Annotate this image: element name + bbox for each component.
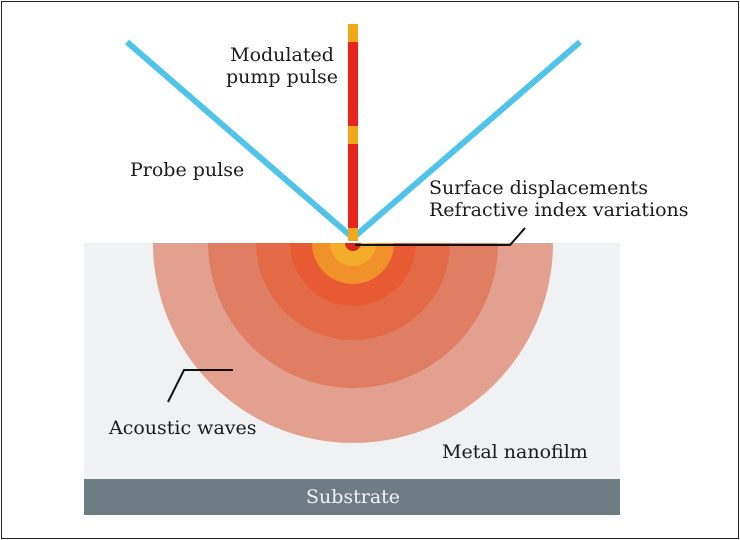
pump-segment-yellow-1	[348, 24, 358, 42]
acoustic-leader-line	[167, 369, 233, 403]
substrate	[84, 479, 620, 515]
pump-segment-yellow-2	[348, 126, 358, 144]
probe-beam-incident	[125, 39, 355, 241]
surface-displacements-label: Surface displacements	[429, 177, 648, 199]
probe-beam-icon	[125, 39, 582, 241]
substrate-label: Substrate	[305, 486, 401, 508]
surface-leader-line	[355, 227, 526, 246]
probe-beam-reflected	[351, 39, 582, 241]
acoustic-waves-label: Acoustic waves	[109, 417, 257, 439]
pump-pulse-label-line2: pump pulse	[225, 66, 339, 88]
probe-pulse-label: Probe pulse	[130, 159, 245, 181]
pump-segment-yellow-3	[348, 228, 358, 241]
acoustic-wave-ring-6	[330, 243, 376, 266]
metal-nanofilm-label: Metal nanofilm	[442, 441, 588, 463]
laser-beam-icon	[348, 24, 358, 241]
pump-pulse-label-line1: Modulated	[230, 44, 334, 66]
pump-pulse-label: Modulated pump pulse	[217, 44, 347, 88]
refractive-index-label: Refractive index variations	[429, 199, 689, 221]
pump-segment-red-2	[348, 144, 358, 228]
acoustic-wave-rings	[153, 243, 553, 443]
pump-segment-red-1	[348, 42, 358, 126]
surface-effects-label: Surface displacements Refractive index v…	[429, 177, 689, 221]
